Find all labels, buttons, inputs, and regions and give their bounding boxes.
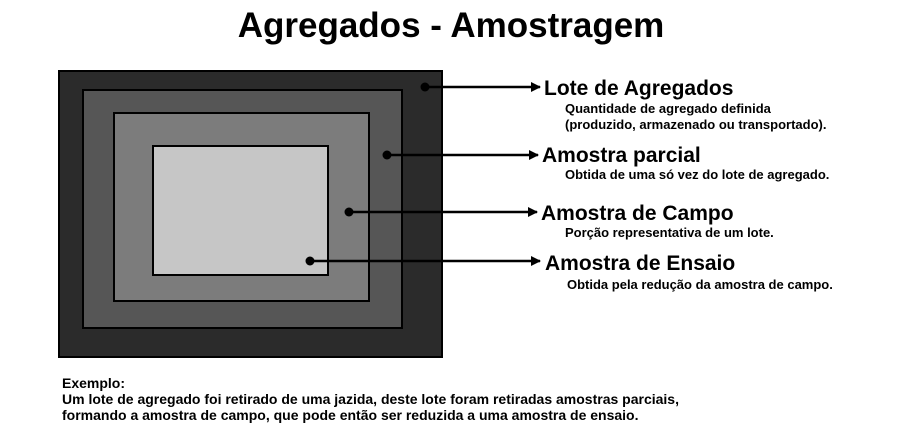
amostra-de-campo-label: Amostra de Campo xyxy=(541,202,734,225)
example-block: Exemplo: Um lote de agregado foi retirad… xyxy=(62,375,679,423)
example-line-2: formando a amostra de campo, que pode en… xyxy=(62,407,639,423)
connector-ensaio xyxy=(305,256,541,266)
connector-parcial xyxy=(382,150,539,160)
amostra-de-ensaio-box xyxy=(152,145,329,276)
example-heading: Exemplo: xyxy=(62,375,126,391)
lote-de-agregados-desc-line-2: (produzido, armazenado ou transportado). xyxy=(565,117,827,132)
amostra-de-ensaio-label: Amostra de Ensaio xyxy=(545,252,736,275)
diagram-title: Agregados - Amostragem xyxy=(237,6,665,45)
amostra-parcial-label: Amostra parcial xyxy=(542,144,701,167)
connector-lote xyxy=(420,82,541,92)
amostra-parcial-desc: Obtida de uma só vez do lote de agregado… xyxy=(565,167,830,182)
amostra-de-ensaio-desc: Obtida pela redução da amostra de campo. xyxy=(567,277,833,292)
lote-de-agregados-label: Lote de Agregados xyxy=(544,77,734,100)
connector-campo xyxy=(344,207,538,217)
example-line-1: Um lote de agregado foi retirado de uma … xyxy=(62,391,679,407)
amostra-de-campo-desc: Porção representativa de um lote. xyxy=(565,225,774,240)
lote-de-agregados-desc-line-1: Quantidade de agregado definida xyxy=(565,101,771,116)
